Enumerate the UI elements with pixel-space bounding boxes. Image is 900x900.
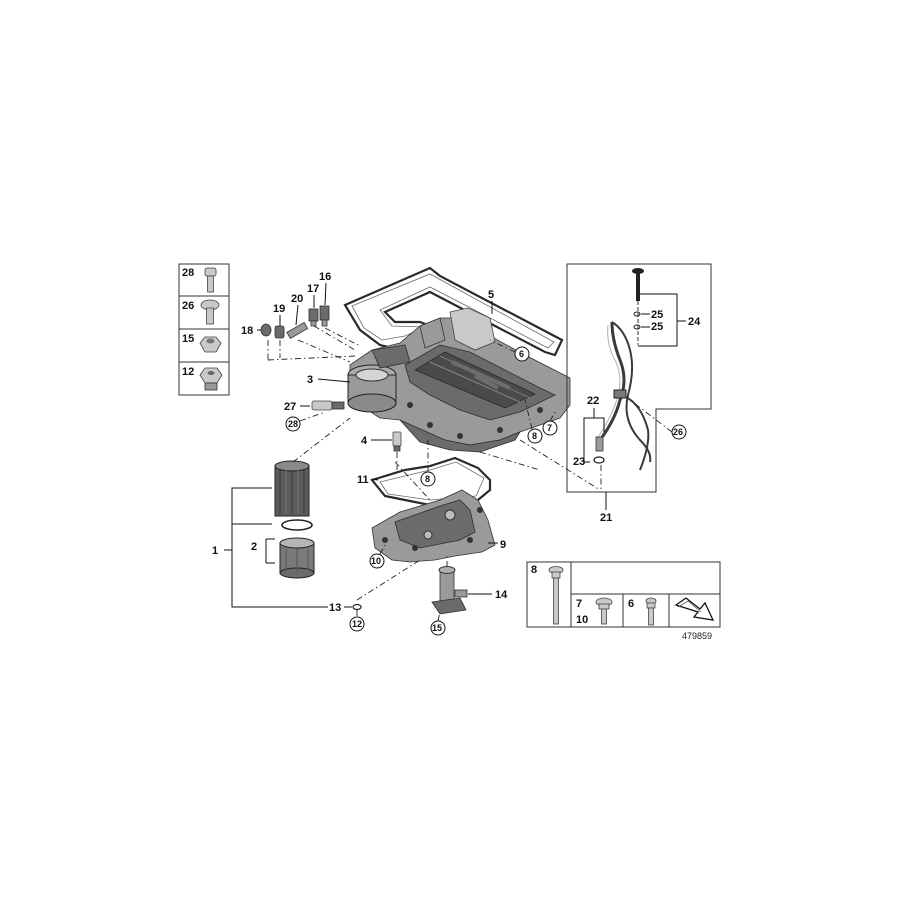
legend-num-8: 8 [531,564,537,576]
label-1: 1 [212,545,218,557]
legend-num-7: 7 [576,598,582,610]
ref-8a: 8 [532,431,537,441]
label-24: 24 [688,316,701,328]
label-23: 23 [573,456,585,468]
drain-plug-icon [199,367,223,391]
label-2: 2 [251,541,257,553]
oil-filter-housing [279,537,315,579]
hex-nut-icon [199,336,222,353]
ref-28: 28 [288,419,298,429]
label-14: 14 [495,589,508,601]
oil-pickup-bracket [431,566,468,615]
filter-o-ring [281,519,313,531]
label-20: 20 [291,293,303,305]
oil-level-sensor-icon [319,305,330,327]
legend-num-12: 12 [182,366,194,378]
oil-filter-group: 1 2 13 12 [212,417,365,632]
ref-circle-8a [527,428,543,444]
seal-ring-23 [593,456,605,464]
drain-plug-seal [352,603,362,611]
label-27: 27 [284,401,296,413]
label-16: 16 [319,271,331,283]
bolt-4-icon [392,431,402,452]
plug-icon [274,325,285,339]
legend-num-15: 15 [182,333,194,345]
diagram-number: 479859 [682,631,712,641]
gasket-ring-icon [260,323,272,337]
dipstick-guide-tube [595,321,652,471]
label-5: 5 [488,289,494,301]
label-9: 9 [500,539,506,551]
label-17: 17 [307,283,319,295]
ref-circle-28 [285,416,301,432]
oil-filter-element [274,460,310,517]
hex-bolt-icon [200,299,220,325]
label-3: 3 [307,374,313,386]
sensor-group: 16 17 19 20 18 [241,271,361,363]
ref-circle-12 [349,616,365,632]
ref-26: 26 [673,427,683,437]
label-4: 4 [361,435,368,447]
socket-head-bolt-icon [204,267,217,293]
flange-bolt-icon [595,597,613,625]
fastener-legend-bottom: 8 7 10 6 [526,561,721,628]
upper-oil-pan [347,307,571,453]
ref-8b: 8 [425,474,430,484]
dipstick-group: 25 25 24 22 23 26 21 [566,263,712,524]
label-25a: 25 [651,309,663,321]
ref-6: 6 [519,349,524,359]
direction-arrow-icon [674,597,715,621]
label-19: 19 [273,303,285,315]
fastener-legend-left: 28 26 15 12 [178,263,230,396]
dowel-sleeve-icon [286,321,309,340]
ref-12: 12 [352,619,362,629]
legend-num-6: 6 [628,598,634,610]
legend-num-28: 28 [182,267,194,279]
label-11: 11 [357,474,369,486]
legend-num-10: 10 [576,614,588,626]
ref-circle-6 [514,346,530,362]
ref-circle-10 [369,553,385,569]
short-bolt-icon [645,597,657,626]
label-13: 13 [329,602,341,614]
legend-num-26: 26 [182,300,194,312]
dipstick-handle-icon [632,268,644,301]
label-25b: 25 [651,321,663,333]
lower-oil-pan [371,489,496,563]
label-18: 18 [241,325,253,337]
ref-15: 15 [432,623,442,633]
label-22: 22 [587,395,599,407]
long-bolt-icon [548,566,564,625]
oil-pressure-sensor-icon [308,308,319,327]
ref-7: 7 [547,423,552,433]
bolt-23-icon [595,436,604,452]
oil-pan-gasket-lower [370,456,492,507]
temperature-sensor-icon [311,400,345,411]
label-21: 21 [600,512,612,524]
ref-10: 10 [371,556,381,566]
